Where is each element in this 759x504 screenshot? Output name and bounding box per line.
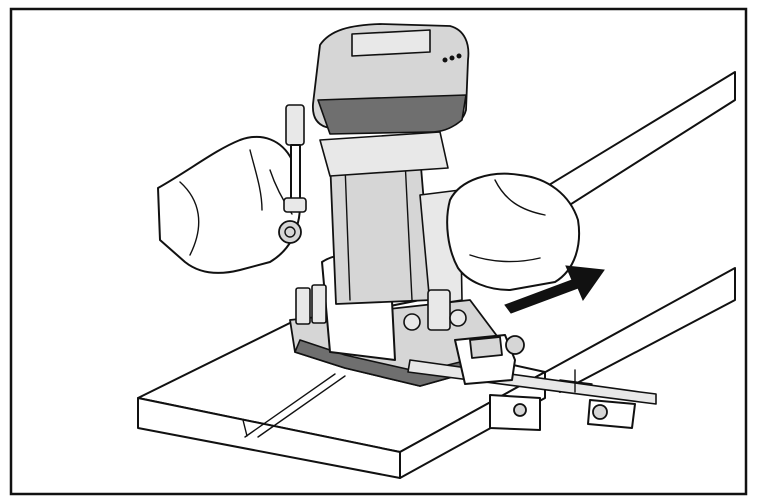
feed-direction-arrow <box>504 265 605 314</box>
depth-stopper-rod <box>278 104 307 244</box>
figure-frame <box>9 7 748 496</box>
straight-guide <box>407 334 657 431</box>
routed-groove <box>244 373 346 438</box>
guide-knob <box>505 335 525 355</box>
left-hand <box>157 135 301 274</box>
right-hand <box>446 172 581 291</box>
depth-lock-knob <box>278 220 302 244</box>
